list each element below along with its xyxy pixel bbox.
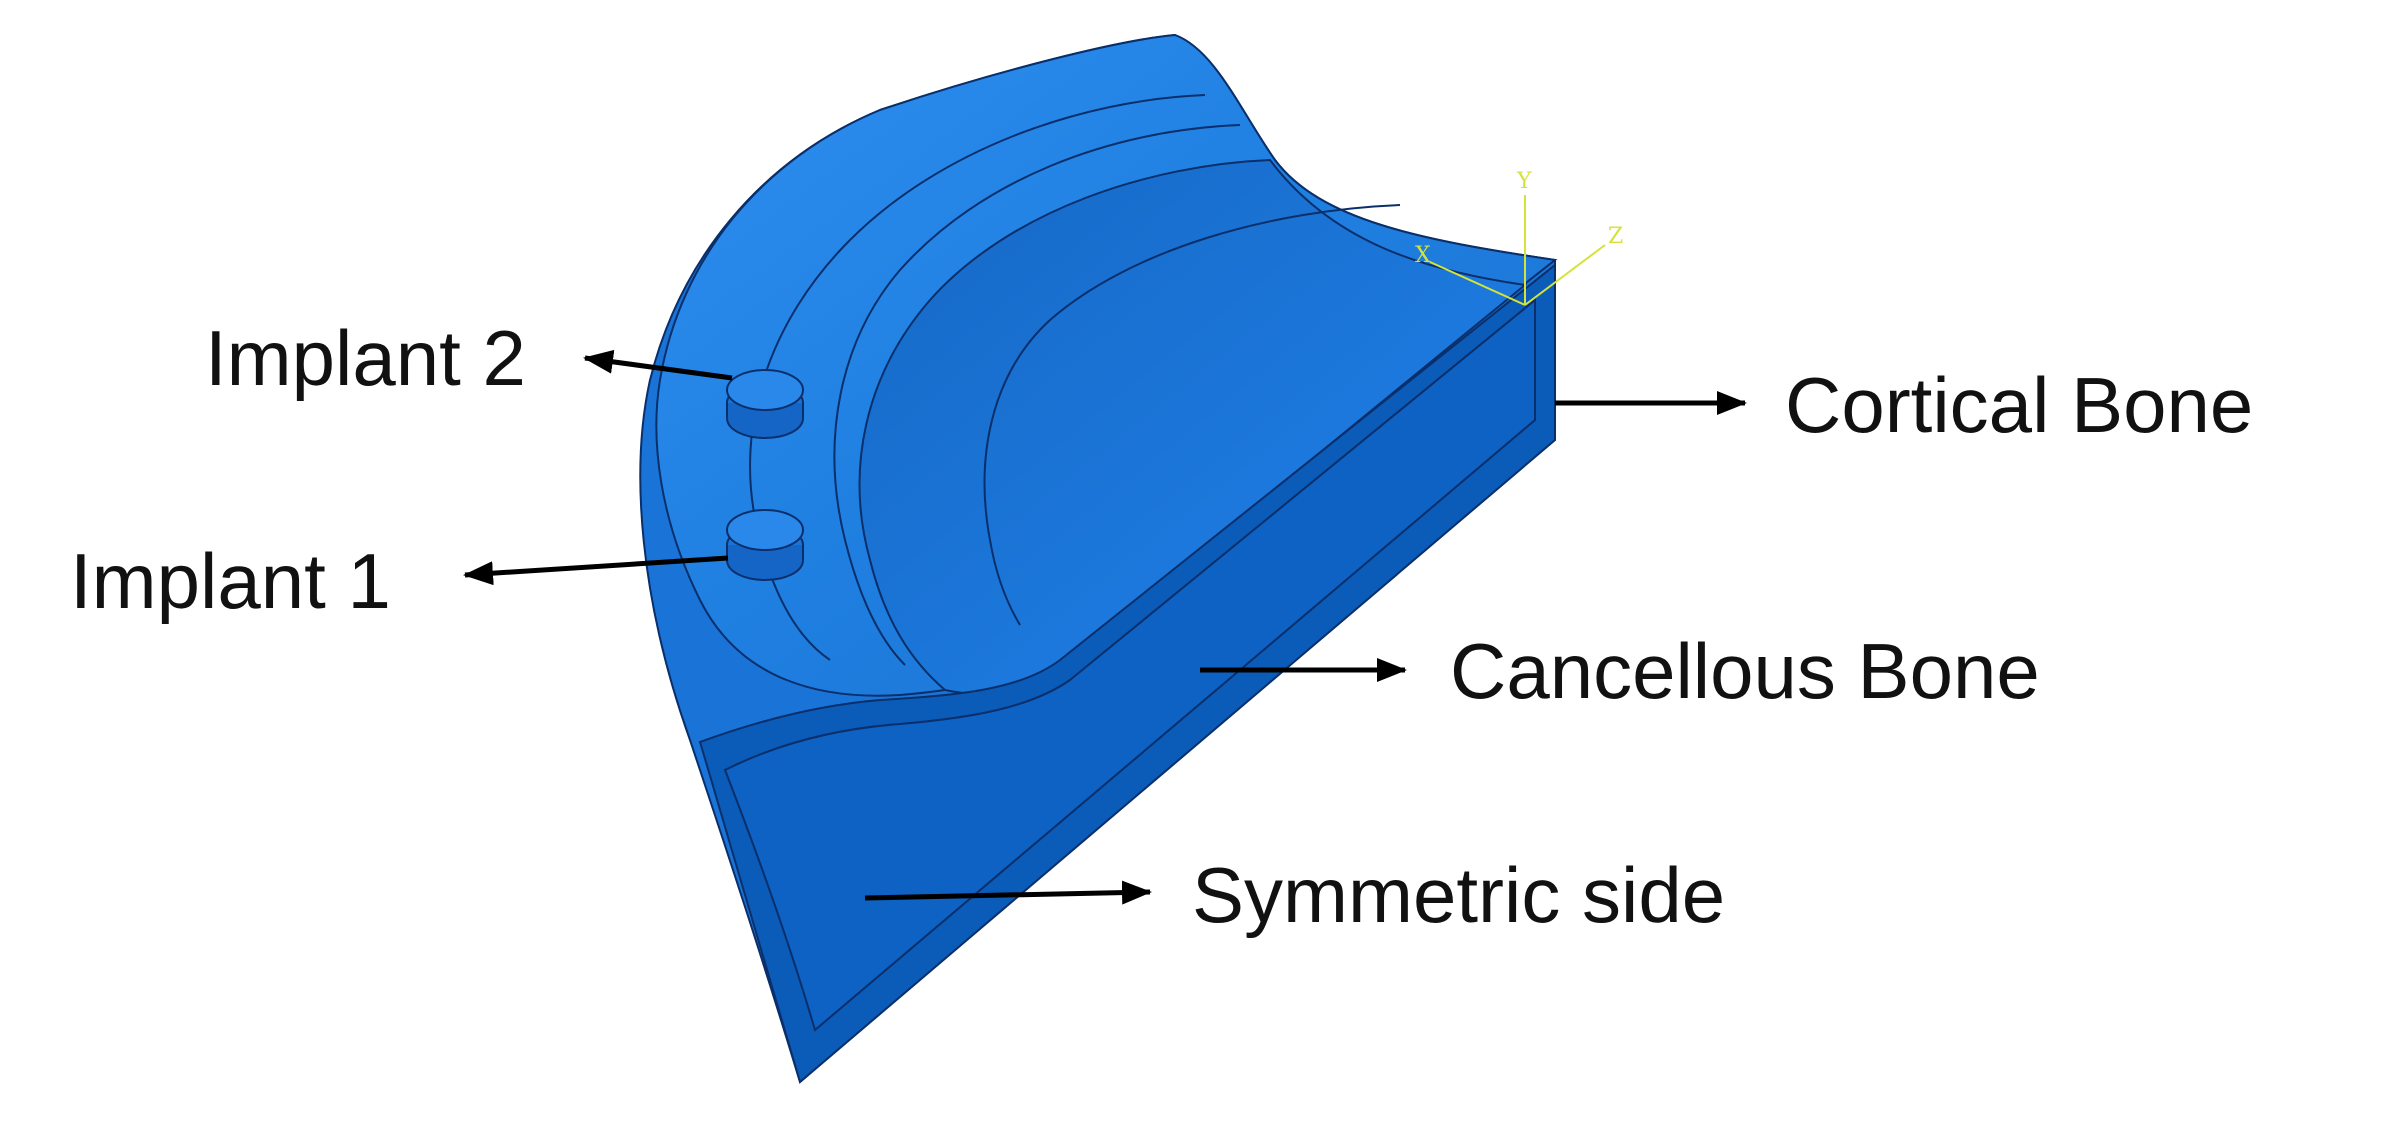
- arrow-symmetric: [864, 880, 1152, 905]
- label-implant-2: Implant 2: [205, 314, 526, 402]
- implant-1: [726, 509, 804, 582]
- axis-y-label: Y: [1516, 169, 1532, 194]
- rim-line-outer: [749, 94, 1206, 661]
- axis-triad: [1429, 195, 1606, 306]
- implant-2: [726, 369, 804, 440]
- label-symmetric-side: Symmetric side: [1192, 851, 1725, 939]
- label-implant-1: Implant 1: [70, 537, 391, 625]
- cancellous-boundary: [723, 297, 1536, 1032]
- arrows: [463, 349, 1747, 905]
- arrow-implant2: [583, 349, 733, 381]
- axis-x-label: X: [1415, 243, 1431, 268]
- axis-z-label: Z: [1608, 224, 1623, 249]
- inner-arc: [983, 204, 1401, 626]
- arrow-implant1: [463, 555, 729, 586]
- inner-bowl: [858, 158, 1528, 695]
- bone-model: Y X Z: [639, 33, 1623, 1084]
- rim-line-mid: [833, 124, 1241, 666]
- label-cortical-bone: Cortical Bone: [1785, 361, 2253, 449]
- label-cancellous-bone: Cancellous Bone: [1450, 627, 2040, 715]
